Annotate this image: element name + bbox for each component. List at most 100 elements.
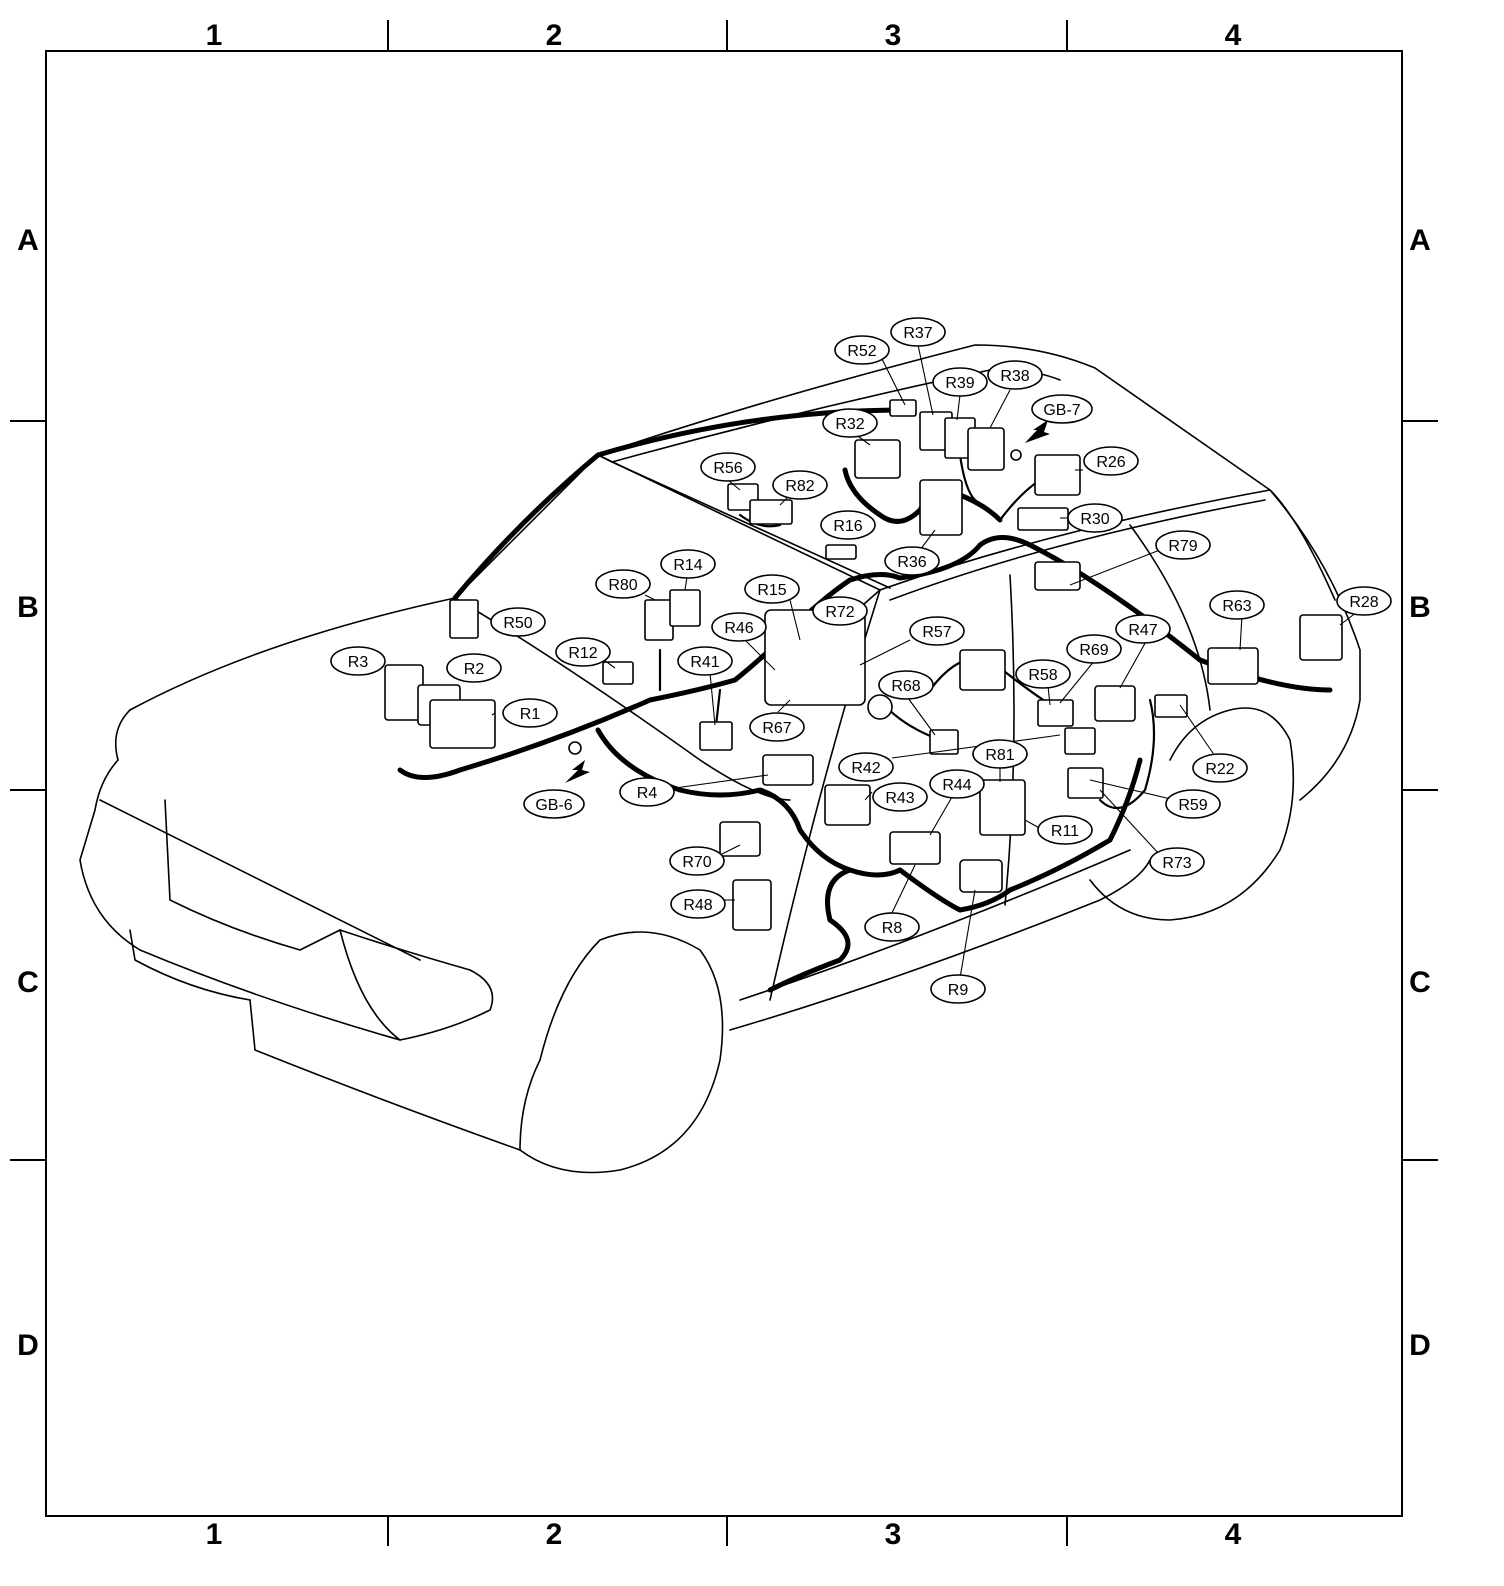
callout-bubble [502,698,558,728]
callout-r44: R44 [929,769,985,799]
row-dividers [10,420,1438,1161]
callout-bubble [987,360,1043,390]
callout-r32: R32 [822,408,878,438]
callout-label: R3 [348,654,369,671]
callout-bubble [1067,503,1123,533]
row-label-left: A [17,224,39,257]
callout-bubble [929,769,985,799]
grid-labels: 1 2 3 4 1 2 3 4 A B C D A B C D [17,19,1431,1551]
callout-label: R68 [891,678,920,695]
callout-r43: R43 [872,782,928,812]
callout-r16: R16 [820,510,876,540]
callout-label: R70 [682,854,711,871]
callout-label: GB-7 [1043,402,1080,419]
callout-label: R12 [568,645,597,662]
callout-r42: R42 [838,752,894,782]
callout-label: R30 [1080,511,1109,528]
callout-label: R32 [835,416,864,433]
callout-r8: R8 [864,912,920,942]
callout-r48: R48 [670,889,726,919]
callout-label: R69 [1079,642,1108,659]
callout-bubble [1037,815,1093,845]
callout-label: R43 [885,790,914,807]
callout-bubble [1209,590,1265,620]
callout-label: R4 [637,785,658,802]
callout-bubble [1031,394,1093,424]
callout-bubble [595,569,651,599]
callout-r57: R57 [909,616,965,646]
connectors [384,399,1343,931]
row-label-left: B [17,591,39,624]
callout-bubble [864,912,920,942]
callout-label: R8 [882,920,903,937]
callout-r12: R12 [555,637,611,667]
callout-bubble [555,637,611,667]
callout-r26: R26 [1083,446,1139,476]
callout-bubble [1015,659,1071,689]
callout-label: R14 [673,557,702,574]
callout-bubble [1066,634,1122,664]
callout-bubble [884,546,940,576]
callout-r81: R81 [972,739,1028,769]
callout-r9: R9 [930,974,986,1004]
callout-bubble [838,752,894,782]
callout-bubble [878,670,934,700]
callout-bubble [1165,789,1221,819]
callout-bubble [820,510,876,540]
callout-r4: R4 [619,777,675,807]
callout-label: R72 [825,604,854,621]
callout-r14: R14 [660,549,716,579]
column-label-bottom: 3 [885,1518,902,1551]
callout-bubble [872,782,928,812]
callout-r15: R15 [744,574,800,604]
row-label-left: C [17,966,39,999]
callout-label: R50 [503,615,532,632]
callout-label: R38 [1000,368,1029,385]
callout-r22: R22 [1192,753,1248,783]
row-label-left: D [17,1329,39,1362]
callout-bubble [700,452,756,482]
callout-bubble [1192,753,1248,783]
callout-r72: R72 [812,596,868,626]
callout-label: R63 [1222,598,1251,615]
column-label-top: 1 [206,19,223,52]
callout-label: R48 [683,897,712,914]
callout-bubble [1336,586,1392,616]
callout-bubble [670,889,726,919]
callout-label: R22 [1205,761,1234,778]
callout-r39: R39 [932,367,988,397]
callout-label: R57 [922,624,951,641]
callout-r82: R82 [772,470,828,500]
callout-label: R1 [520,706,541,723]
callout-r67: R67 [749,712,805,742]
callout-label: R79 [1168,538,1197,555]
callout-r50: R50 [490,607,546,637]
callout-bubble [711,612,767,642]
callout-label: R15 [757,582,786,599]
callout-r56: R56 [700,452,756,482]
callout-r37: R37 [890,317,946,347]
callout-label: R36 [897,554,926,571]
callout-label: R46 [724,620,753,637]
callout-label: R16 [833,518,862,535]
callout-label: R52 [847,343,876,360]
callout-bubble [619,777,675,807]
callout-bubble [330,646,386,676]
callout-r46: R46 [711,612,767,642]
callout-label: R81 [985,747,1014,764]
callout-bubble [772,470,828,500]
callout-r2: R2 [446,653,502,683]
callout-label: R11 [1051,823,1079,840]
callout-r63: R63 [1209,590,1265,620]
diagram-frame [45,50,1403,1517]
callout-bubble [972,739,1028,769]
callout-r41: R41 [677,646,733,676]
callout-label: R44 [942,777,971,794]
row-label-right: D [1409,1329,1431,1362]
callout-bubble [677,646,733,676]
callout-bubble [1115,614,1171,644]
callout-bubble [523,789,585,819]
column-label-top: 3 [885,19,902,52]
